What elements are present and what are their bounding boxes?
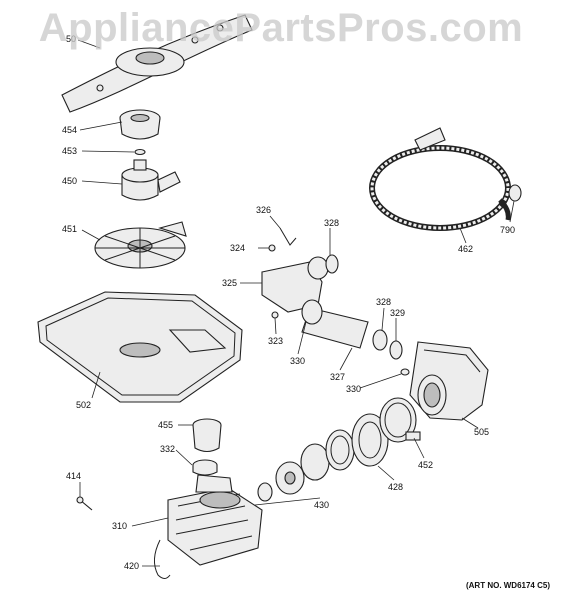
- callout-790: 790: [500, 225, 515, 235]
- art-number: (ART NO. WD6174 C5): [465, 581, 550, 590]
- callout-505: 505: [474, 427, 489, 437]
- callout-327: 327: [330, 372, 345, 382]
- part-filter-assembly: [94, 221, 187, 269]
- part-tub-gasket: [37, 291, 243, 403]
- callout-330-right: 330: [346, 384, 361, 394]
- part-spray-arm: [61, 14, 253, 113]
- callout-labels: 50 454 453 450 451 502 455 332 414 310 4…: [62, 34, 515, 571]
- part-drain-hose: [369, 127, 511, 231]
- part-check-valve: [192, 418, 222, 476]
- callout-324: 324: [230, 243, 245, 253]
- callout-454: 454: [62, 125, 77, 135]
- callout-323: 323: [268, 336, 283, 346]
- callout-420: 420: [124, 561, 139, 571]
- callout-325: 325: [222, 278, 237, 288]
- callout-328-upper: 328: [324, 218, 339, 228]
- part-hose-clamp-452: [379, 397, 421, 443]
- part-o-ring-453: [134, 148, 146, 156]
- callout-455: 455: [158, 420, 173, 430]
- callout-326: 326: [256, 205, 271, 215]
- callout-452: 452: [418, 460, 433, 470]
- part-impeller-assembly: [257, 429, 355, 502]
- callout-428: 428: [388, 482, 403, 492]
- callout-502: 502: [76, 400, 91, 410]
- part-seal-ring: [351, 413, 389, 467]
- callout-451: 451: [62, 224, 77, 234]
- callout-450: 450: [62, 176, 77, 186]
- part-sump-housing: [409, 341, 489, 421]
- callout-328-lower: 328: [376, 297, 391, 307]
- part-diverter-valve: [261, 227, 339, 319]
- part-pump-motor: [154, 474, 263, 579]
- callout-414: 414: [66, 471, 81, 481]
- part-manifold: [121, 159, 181, 201]
- part-spray-arm-hub: [119, 109, 161, 140]
- callout-462: 462: [458, 244, 473, 254]
- part-screw-414: [76, 496, 93, 511]
- part-hose-clamp-790: [508, 184, 522, 202]
- callout-330-left: 330: [290, 356, 305, 366]
- callout-332: 332: [160, 444, 175, 454]
- callout-430: 430: [314, 500, 329, 510]
- callout-329: 329: [390, 308, 405, 318]
- callout-453: 453: [62, 146, 77, 156]
- callout-310: 310: [112, 521, 127, 531]
- callout-50: 50: [66, 34, 76, 44]
- leader-lines: [77, 39, 515, 567]
